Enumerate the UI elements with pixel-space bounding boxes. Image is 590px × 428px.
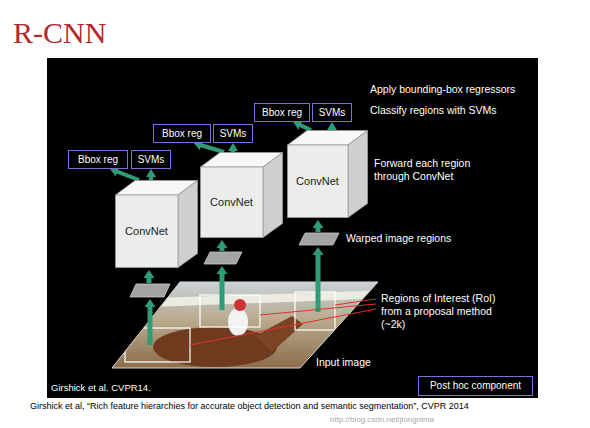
image-frame bbox=[112, 282, 378, 368]
bbox-reg-box: Bbox reg bbox=[153, 124, 211, 143]
connector-arrow bbox=[231, 150, 235, 152]
node-text: SVMs bbox=[220, 128, 247, 140]
leader-line bbox=[260, 304, 376, 315]
image-ground bbox=[100, 280, 390, 370]
node-text: Post hoc component bbox=[430, 380, 521, 392]
cube-side bbox=[178, 181, 198, 268]
cube-front bbox=[288, 145, 349, 218]
flow-arrow bbox=[313, 247, 324, 312]
flow-arrow bbox=[217, 240, 228, 251]
node-text: SVMs bbox=[138, 154, 165, 166]
cube-outline bbox=[200, 152, 283, 238]
horse-body bbox=[153, 327, 277, 367]
node-text: SVMs bbox=[319, 107, 346, 119]
flow-arrow bbox=[144, 270, 155, 283]
flow-arrow bbox=[145, 299, 156, 345]
warped-region bbox=[130, 284, 170, 297]
cube-front bbox=[201, 167, 264, 238]
convnet-cube: ConvNet bbox=[200, 152, 283, 238]
cube-outline bbox=[287, 130, 368, 218]
annotation: Apply bounding-box regressors bbox=[370, 83, 515, 96]
cube-face: ConvNet bbox=[287, 145, 348, 218]
svm-box: SVMs bbox=[131, 150, 171, 169]
warped-region bbox=[299, 233, 339, 245]
bbox-reg-box: Bbox reg bbox=[68, 150, 128, 169]
svm-box: SVMs bbox=[213, 124, 253, 143]
node-text: ConvNet bbox=[125, 225, 168, 238]
node-text: ConvNet bbox=[210, 196, 253, 209]
caption: Girshick et al, “Rich feature hierarchie… bbox=[30, 401, 469, 412]
warped-region bbox=[204, 252, 242, 264]
annotation: Regions of Interest (RoI) from a proposa… bbox=[381, 292, 506, 331]
slide-panel bbox=[47, 58, 538, 398]
connector-arrow bbox=[200, 145, 224, 152]
convnet-cube: ConvNet bbox=[115, 180, 198, 268]
bbox-reg-box: Bbox reg bbox=[254, 103, 310, 122]
horse-head bbox=[255, 316, 303, 352]
cube-front bbox=[116, 195, 179, 268]
annotation: Forward each region through ConvNet bbox=[374, 157, 479, 183]
citation: Girshick et al. CVPR14. bbox=[51, 382, 151, 394]
connector-arrow bbox=[300, 125, 311, 130]
jockey bbox=[228, 308, 248, 336]
roi-leaders bbox=[190, 299, 376, 345]
cube-face: ConvNet bbox=[115, 195, 178, 268]
region-box bbox=[125, 328, 190, 362]
convnet-cube: ConvNet bbox=[287, 130, 368, 218]
svm-box: SVMs bbox=[312, 103, 352, 122]
connector-arrow bbox=[117, 171, 139, 180]
watermark: http://blog.csdn.net/jiongnima bbox=[330, 415, 434, 425]
post-hoc-box: Post hoc component bbox=[418, 376, 533, 396]
flow-arrow bbox=[313, 220, 324, 232]
cube-side bbox=[263, 153, 283, 238]
node-text: ConvNet bbox=[296, 175, 339, 188]
input-image bbox=[100, 280, 390, 370]
cube-face: ConvNet bbox=[200, 167, 263, 238]
region-box bbox=[200, 295, 260, 327]
node-text: Bbox reg bbox=[78, 154, 118, 166]
cube-outline bbox=[115, 180, 198, 268]
cube-side bbox=[348, 131, 368, 218]
annotation: Warped image regions bbox=[346, 232, 451, 245]
connector-arrow bbox=[149, 176, 153, 180]
annotation: Input image bbox=[316, 356, 371, 369]
annotation: Classify regions with SVMs bbox=[370, 104, 497, 117]
helmet bbox=[234, 299, 246, 311]
node-text: Bbox reg bbox=[162, 128, 202, 140]
leader-line bbox=[190, 309, 376, 345]
node-text: Bbox reg bbox=[262, 107, 302, 119]
connector-arrow bbox=[330, 129, 334, 130]
slide-title: R-CNN bbox=[13, 18, 106, 48]
flow-arrow bbox=[217, 266, 228, 310]
